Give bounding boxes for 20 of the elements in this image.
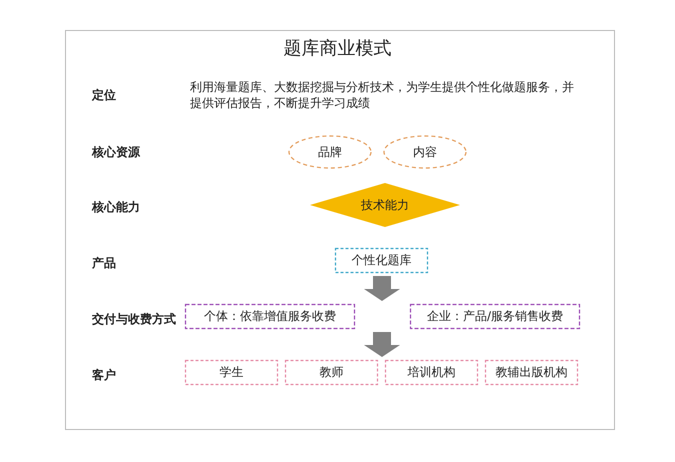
- customer-box: 学生: [185, 360, 278, 385]
- delivery-box: 个体：依靠增值服务收费: [185, 304, 355, 329]
- row-label: 客户: [92, 367, 116, 384]
- customer-box: 教辅出版机构: [485, 360, 578, 385]
- dashed-ellipse: 内容: [383, 135, 467, 169]
- row-label: 核心能力: [92, 199, 140, 216]
- row-label: 定位: [92, 87, 116, 104]
- diagram-title: 题库商业模式: [282, 37, 392, 60]
- product-box: 个性化题库: [335, 248, 428, 273]
- block-arrow: [364, 332, 400, 357]
- row-label: 交付与收费方式: [92, 311, 176, 328]
- customer-box: 培训机构: [385, 360, 478, 385]
- block-arrow: [364, 276, 400, 301]
- row-label: 核心资源: [92, 144, 140, 161]
- decision-diamond: 技术能力: [310, 183, 460, 227]
- description-text: 利用海量题库、大数据挖掘与分析技术，为学生提供个性化做题服务，并提供评估报告，不断提升学习成绩: [190, 79, 575, 111]
- row-label: 产品: [92, 255, 116, 272]
- dashed-ellipse: 品牌: [288, 135, 372, 169]
- delivery-box: 企业：产品/服务销售收费: [410, 304, 580, 329]
- customer-box: 教师: [285, 360, 378, 385]
